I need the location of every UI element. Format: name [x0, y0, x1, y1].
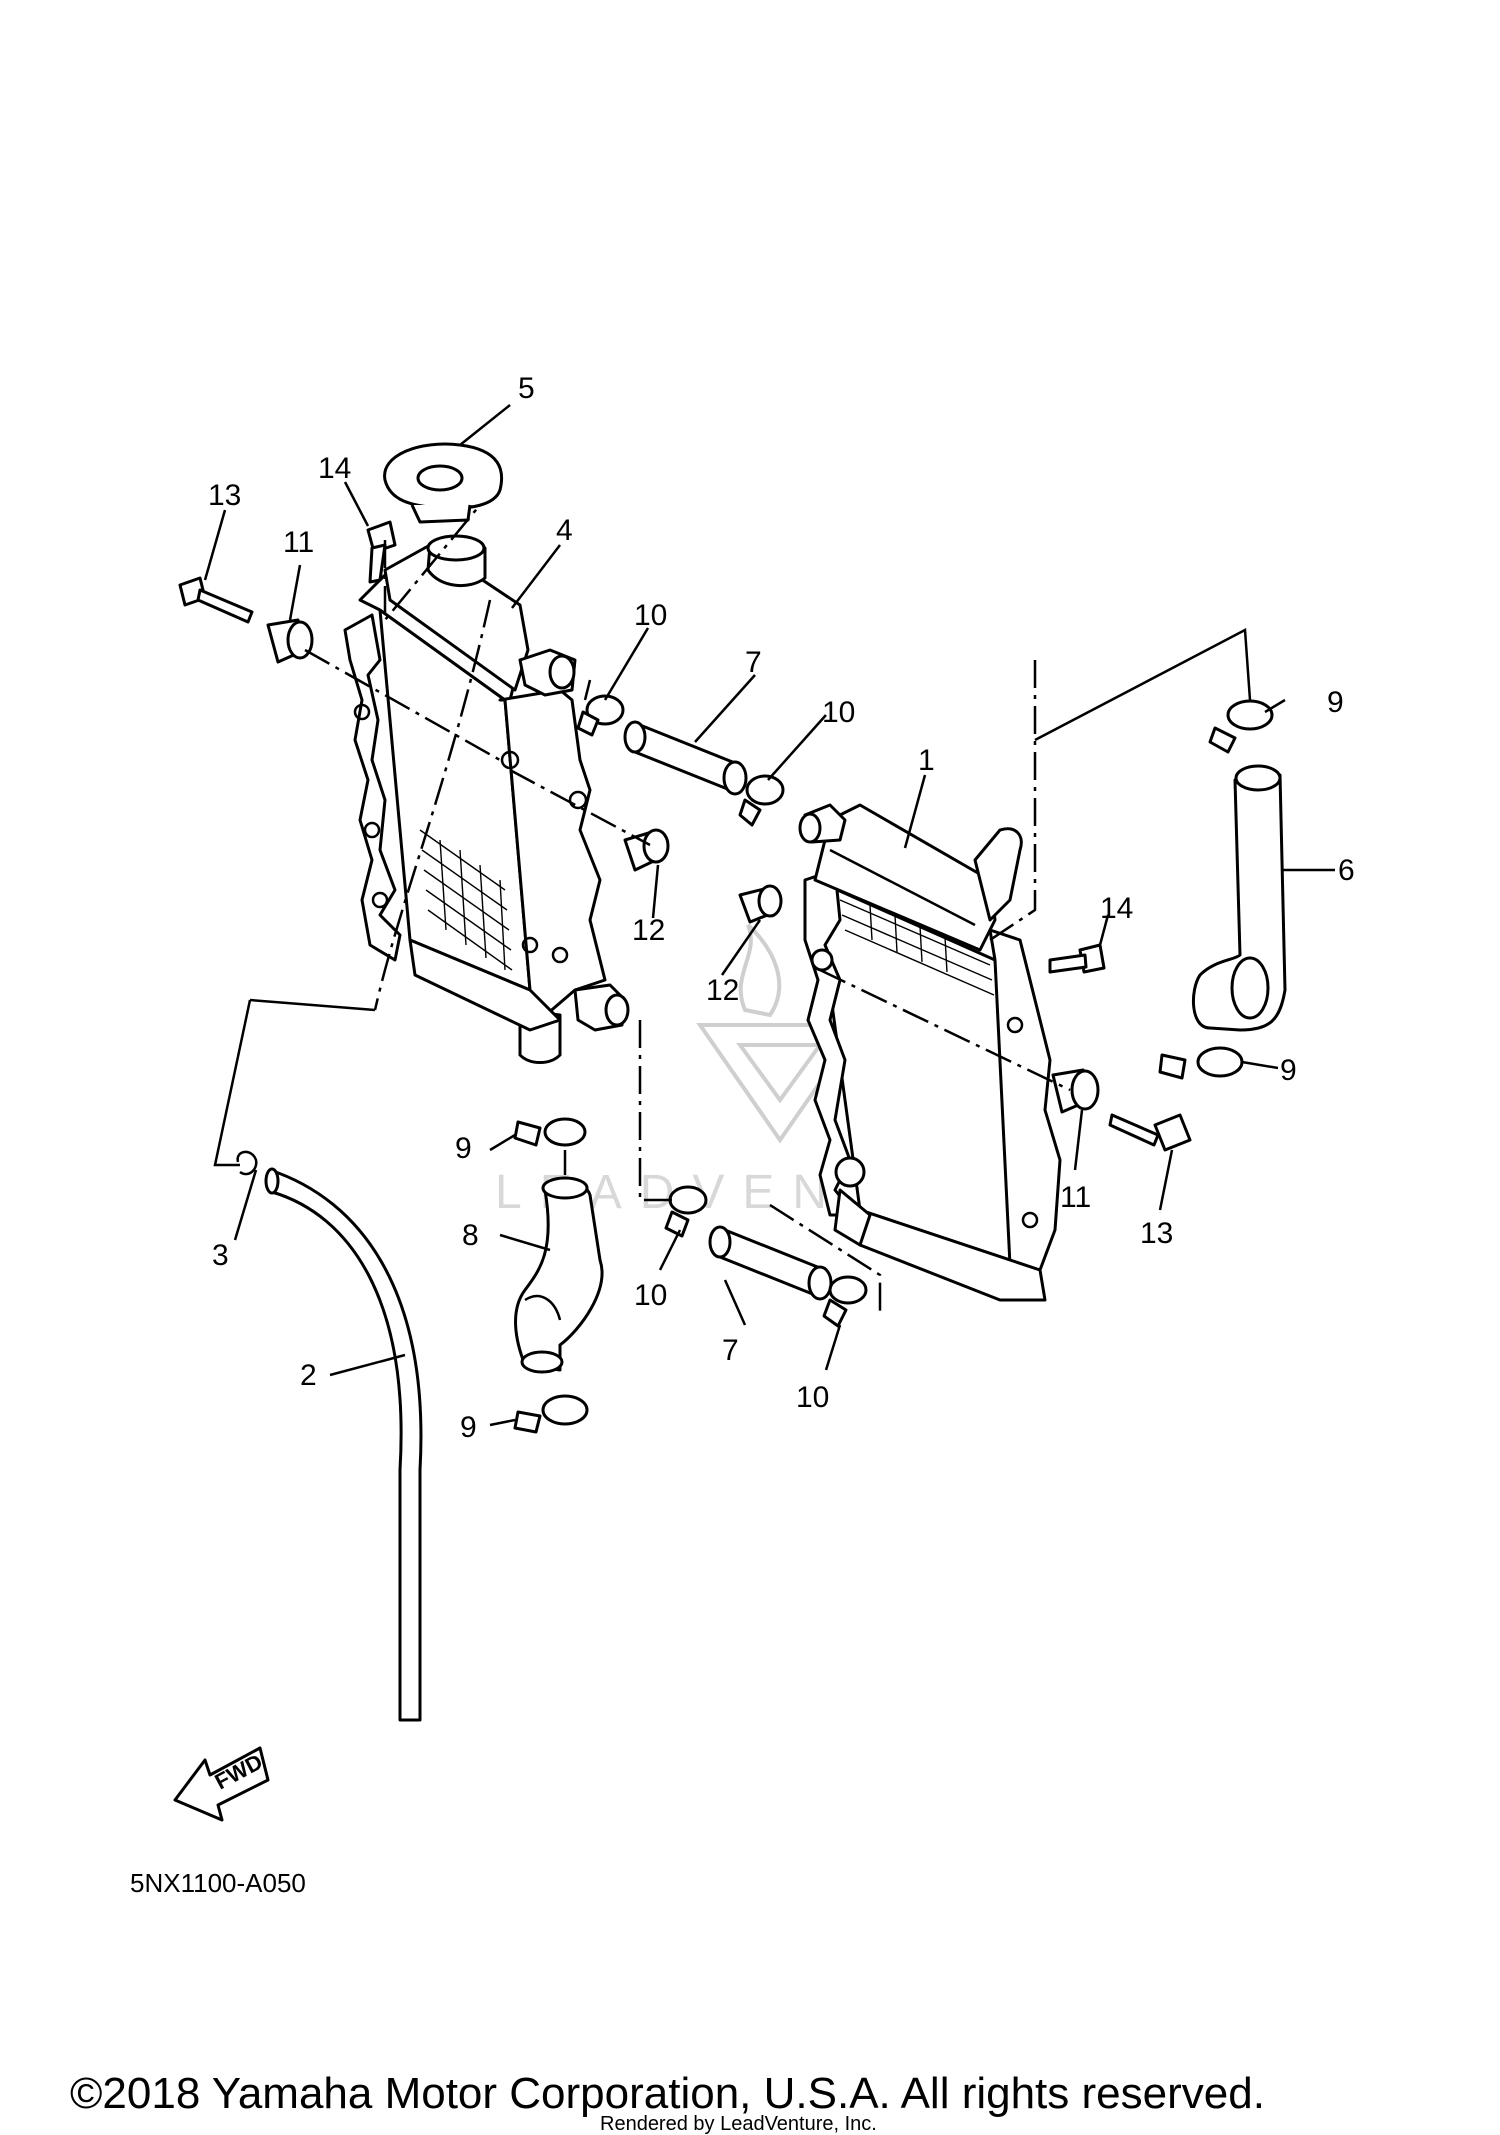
label-4: 4	[556, 514, 573, 547]
clamp-9b	[1158, 1046, 1244, 1080]
label-3: 3	[212, 1239, 229, 1272]
upper-hose	[1191, 764, 1287, 1032]
lower-elbow-hose	[514, 1176, 604, 1374]
part-labels: 5 14 13 11 4 10 7 10 1 9 6 14 9 11 13 12…	[208, 372, 1355, 1444]
rendered-by-text: Rendered by LeadVenture, Inc.	[600, 2113, 877, 2135]
label-2: 2	[300, 1359, 317, 1392]
bracket-lines	[213, 628, 1252, 1167]
screw-right	[1048, 943, 1106, 974]
collar-right	[738, 884, 783, 924]
label-10c: 10	[634, 1279, 667, 1312]
copyright-text: ©2018 Yamaha Motor Corporation, U.S.A. A…	[70, 2069, 1265, 2118]
left-radiator	[343, 534, 630, 1064]
label-14a: 14	[318, 452, 351, 485]
label-11b: 11	[1060, 1181, 1091, 1214]
label-13a: 13	[208, 479, 241, 512]
right-radiator	[798, 803, 1062, 1302]
label-10b: 10	[822, 696, 855, 729]
bolt-right	[1108, 1113, 1192, 1152]
grommet-right	[1051, 1068, 1100, 1114]
clamp-9d	[513, 1394, 589, 1434]
label-10d: 10	[796, 1381, 829, 1414]
clamp-9c	[513, 1117, 587, 1147]
label-8: 8	[462, 1219, 479, 1252]
hose-upper-short	[623, 720, 748, 796]
label-13b: 13	[1140, 1217, 1173, 1250]
clamp-10b	[738, 774, 785, 827]
label-10a: 10	[634, 599, 667, 632]
overflow-hose	[264, 1167, 423, 1722]
watermark-flame-icon	[738, 923, 782, 1018]
assembly-lines	[304, 504, 1071, 1315]
label-6: 6	[1338, 854, 1355, 887]
right-radiator-grid	[839, 899, 995, 996]
screw-left	[366, 520, 397, 584]
clamp-10a	[576, 694, 625, 737]
grommet-left	[266, 618, 314, 664]
label-11a: 11	[283, 526, 314, 559]
clamp-10d	[822, 1275, 868, 1328]
clamp-9a	[1208, 699, 1274, 754]
label-12a: 12	[632, 914, 665, 947]
label-7a: 7	[745, 646, 762, 679]
hose-clamps	[513, 694, 1274, 1434]
label-7b: 7	[722, 1334, 739, 1367]
label-9c: 9	[455, 1132, 472, 1165]
fwd-arrow-icon: FWD	[173, 1746, 270, 1822]
label-5: 5	[518, 372, 535, 405]
label-9b: 9	[1280, 1054, 1297, 1087]
hose-clip	[236, 1150, 258, 1176]
hose-lower-short	[708, 1225, 833, 1301]
label-9a: 9	[1327, 686, 1344, 719]
leader-lines	[203, 404, 1335, 1427]
left-radiator-grid	[419, 829, 513, 971]
radiator-cap	[383, 442, 504, 524]
diagram-code: 5NX1100-A050	[130, 1868, 306, 1898]
label-14b: 14	[1100, 892, 1133, 925]
bolt-left	[178, 576, 254, 624]
label-1: 1	[918, 744, 935, 777]
collar-left	[623, 828, 670, 872]
label-9d: 9	[460, 1411, 477, 1444]
label-12b: 12	[706, 974, 739, 1007]
